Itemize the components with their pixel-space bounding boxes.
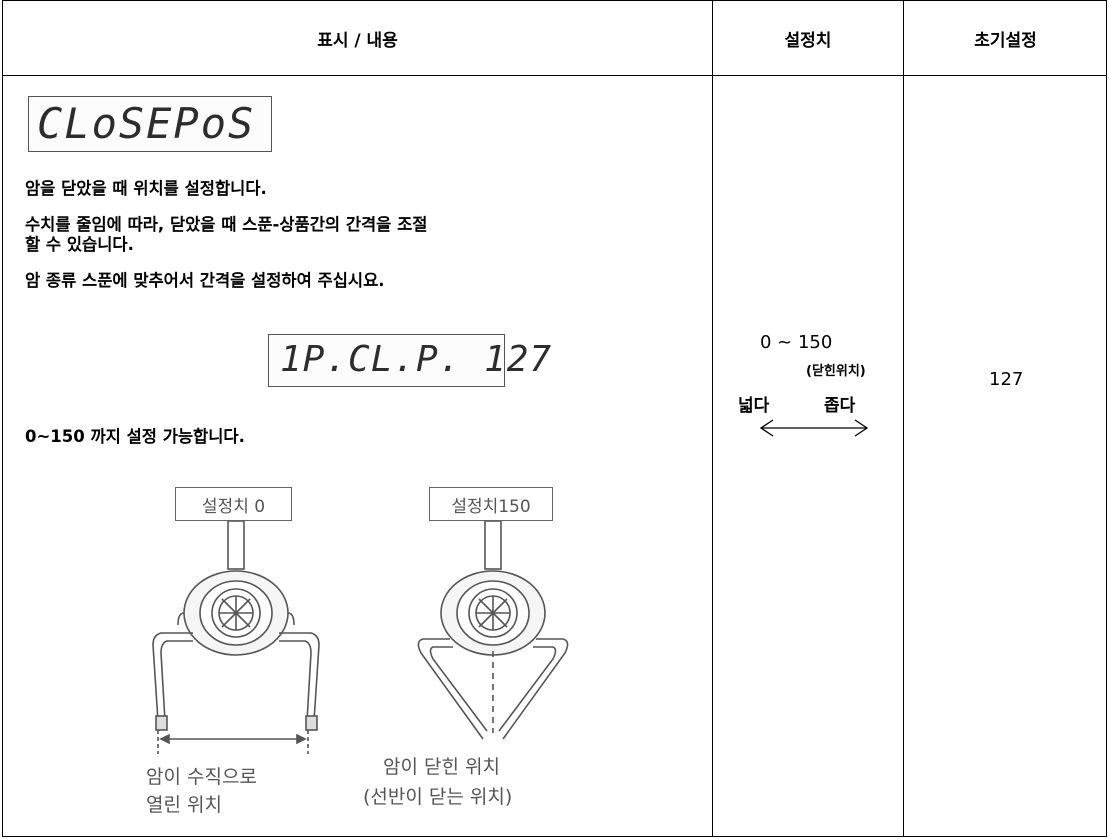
- setting-range: 0 ~ 150: [760, 332, 833, 353]
- gripper-illustration: [152, 521, 569, 740]
- gripper-open-icon: [152, 521, 320, 731]
- label-wide: 넓다: [738, 396, 770, 416]
- caption-closed-position-line1: 암이 닫힌 위치: [383, 756, 500, 778]
- caption-open-position-line1: 암이 수직으로: [146, 766, 257, 788]
- setting-range-note: (닫힌위치): [806, 364, 866, 379]
- column-divider: [712, 1, 713, 836]
- label-narrow: 좁다: [824, 396, 856, 416]
- description-line: 암 종류 스푼에 맞추어서 간격을 설정하여 주십시요.: [25, 271, 385, 290]
- lcd-text: CLoSEPoS: [37, 99, 256, 148]
- lcd-display-value: 1P.CL.P. 127: [268, 334, 551, 387]
- header-divider: [3, 75, 1106, 76]
- description-line: 수치를 줄임에 따라, 닫았을 때 스푼-상품간의 간격을 조절: [25, 215, 428, 234]
- column-divider: [903, 1, 904, 836]
- initial-value: 127: [989, 369, 1024, 390]
- label-setting-150: 설정치150: [429, 487, 553, 521]
- double-arrow-icon: [759, 419, 869, 437]
- header-setting-value: 설정치: [784, 30, 832, 51]
- description-line: 0~150 까지 설정 가능합니다.: [25, 427, 245, 446]
- description-line: 암을 닫았을 때 위치를 설정합니다.: [25, 179, 267, 198]
- gripper-closed-icon: [417, 521, 569, 740]
- header-display-content: 표시 / 내용: [317, 30, 398, 51]
- header-initial-setting: 초기설정: [974, 30, 1037, 51]
- lcd-text: 1P.CL.P. 127: [280, 339, 553, 380]
- caption-closed-position-line2: (선반이 닫는 위치): [363, 786, 513, 808]
- caption-open-position-line2: 열린 위치: [146, 794, 222, 816]
- label-setting-0: 설정치 0: [175, 487, 292, 521]
- description-line: 할 수 있습니다.: [25, 235, 134, 254]
- distance-arrow-icon: [157, 730, 309, 754]
- lcd-display-closepos: CLoSEPoS: [28, 96, 272, 152]
